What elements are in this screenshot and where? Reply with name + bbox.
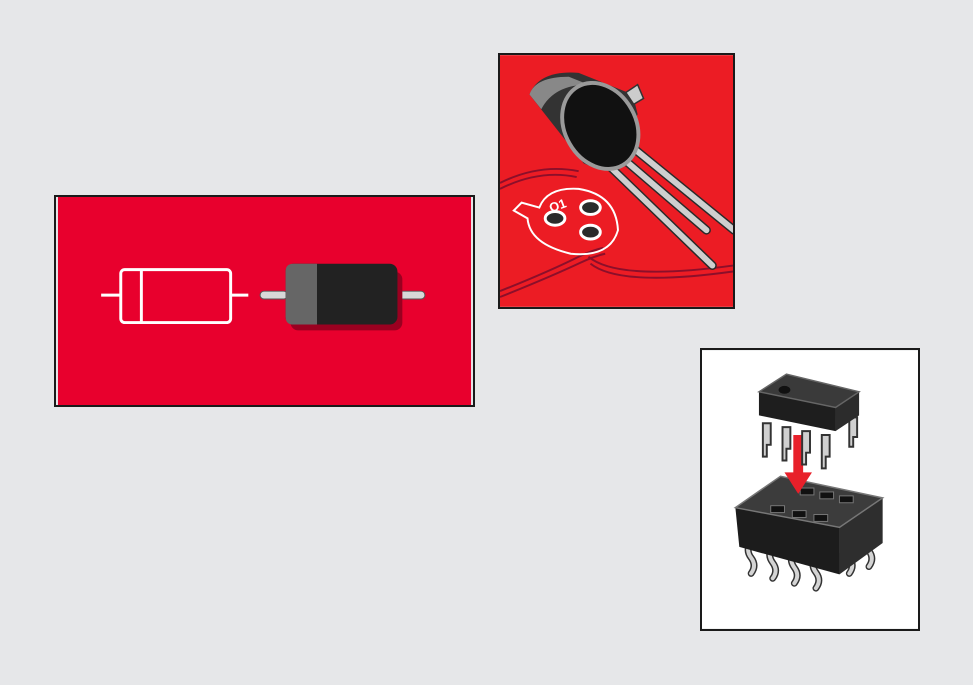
pad-2 xyxy=(581,201,601,215)
chip-pin1-dot xyxy=(779,386,791,394)
diode-illustration-panel xyxy=(54,195,475,407)
transistor-illustration: Q1 xyxy=(500,55,733,307)
pad-3 xyxy=(581,225,601,239)
diode-illustration xyxy=(56,197,473,405)
ic-socket-illustration xyxy=(702,350,918,629)
diode-cathode-band xyxy=(286,264,317,325)
diode-lead-left xyxy=(260,291,287,299)
ic-socket-illustration-panel xyxy=(700,348,920,631)
transistor-illustration-panel: Q1 xyxy=(498,53,735,309)
pad-1 xyxy=(545,211,565,225)
